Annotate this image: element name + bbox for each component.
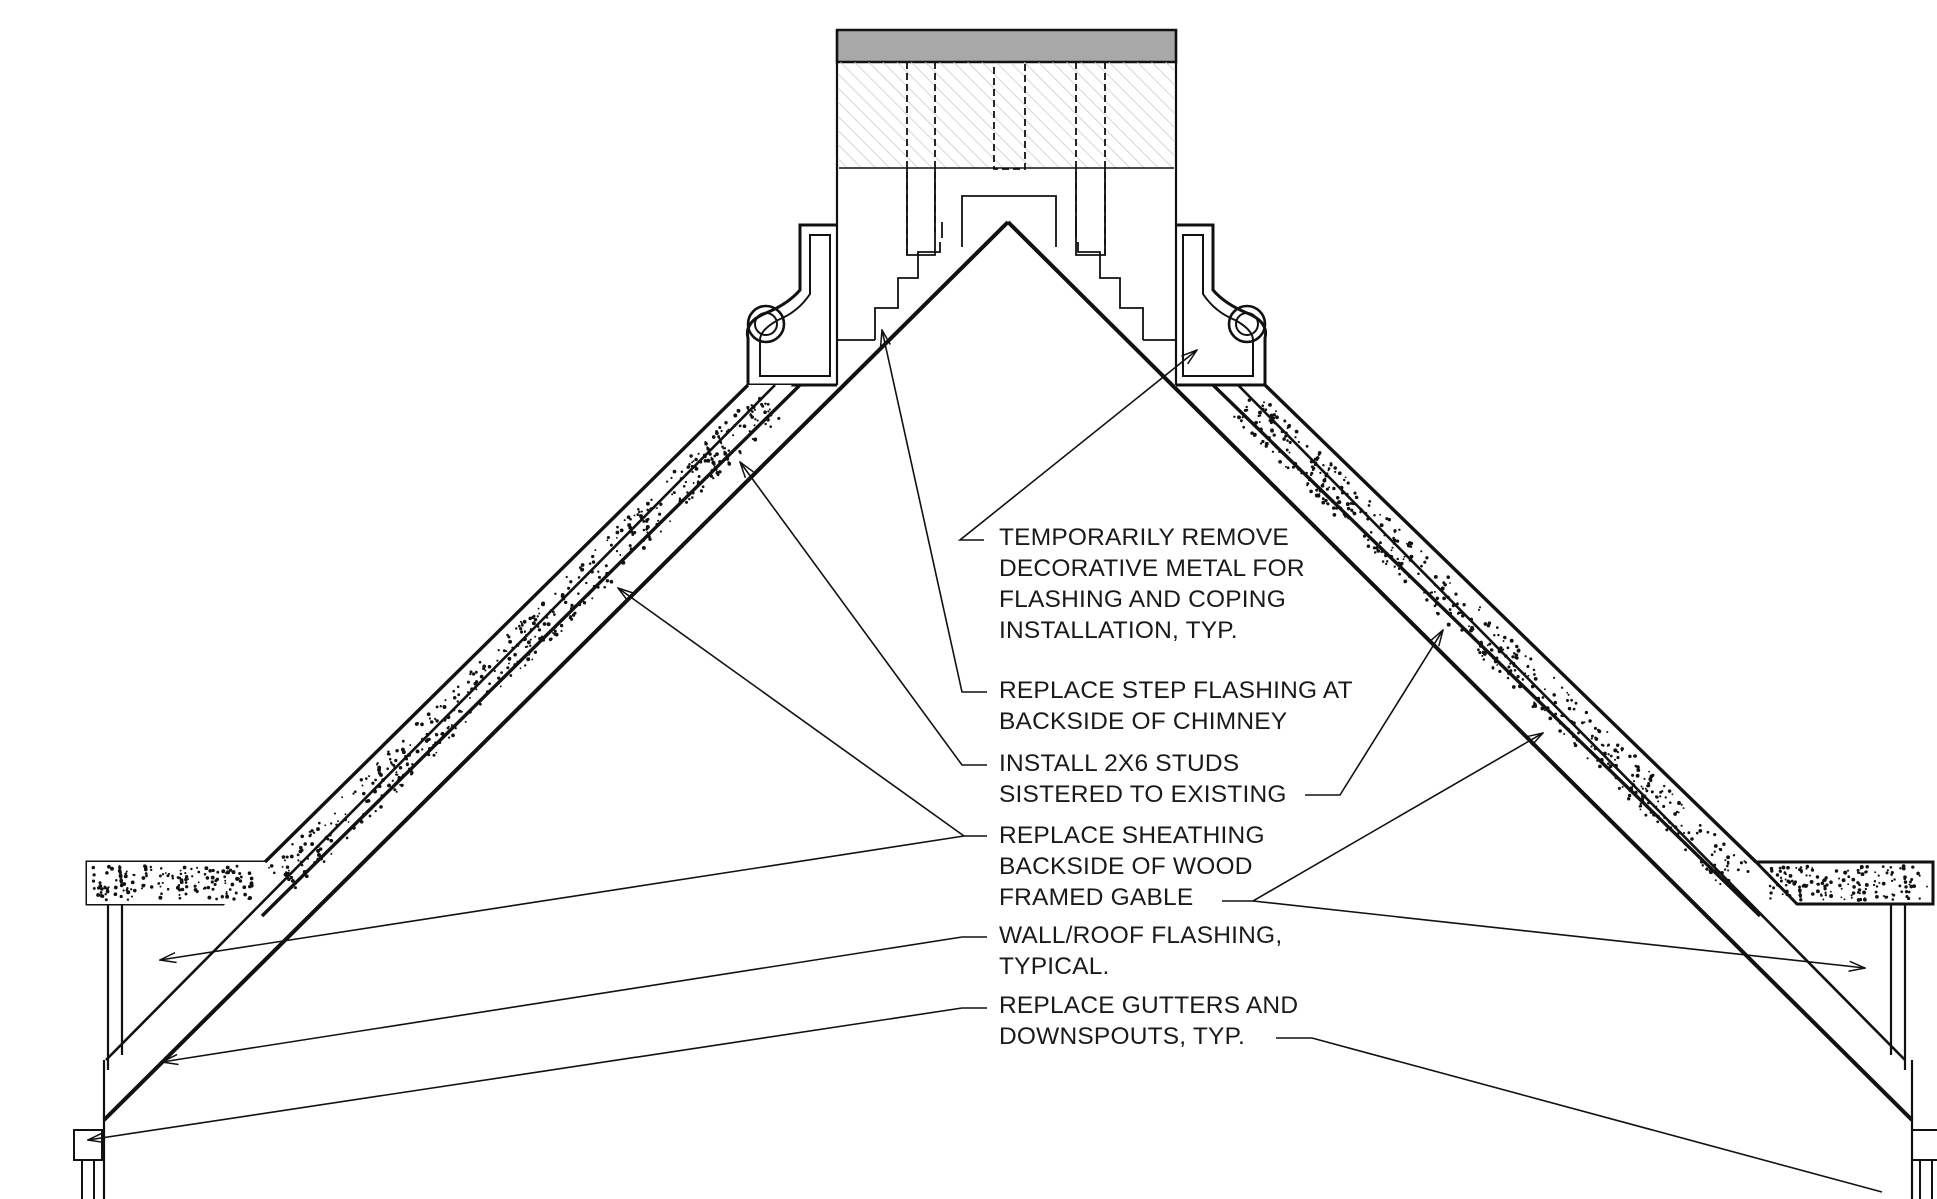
chimney xyxy=(835,28,1178,385)
leader-sheathing-upper xyxy=(618,588,965,837)
note-line: SISTERED TO EXISTING xyxy=(999,781,1287,808)
note-line: REPLACE STEP FLASHING AT xyxy=(999,677,1353,704)
leader-sheathing-right2 xyxy=(1252,900,1865,968)
chimney-coping xyxy=(835,28,1178,64)
leader-gutters-left xyxy=(88,1007,987,1140)
note-line: FLASHING AND COPING xyxy=(999,586,1286,613)
note-step-flashing: REPLACE STEP FLASHING AT BACKSIDE OF CHI… xyxy=(999,675,1353,737)
note-line: REPLACE GUTTERS AND xyxy=(999,992,1299,1019)
note-line: BACKSIDE OF CHIMNEY xyxy=(999,708,1288,735)
note-temporarily-remove: TEMPORARILY REMOVE DECORATIVE METAL FOR … xyxy=(999,522,1305,646)
note-gutters: REPLACE GUTTERS AND DOWNSPOUTS, TYP. xyxy=(999,990,1298,1052)
decorative-bracket-left xyxy=(745,223,837,387)
note-line: DOWNSPOUTS, TYP. xyxy=(999,1023,1245,1050)
chimney-hatch xyxy=(839,62,1174,168)
note-line: FRAMED GABLE xyxy=(999,884,1194,911)
roof-insulation-right xyxy=(1211,383,1762,918)
note-sheathing: REPLACE SHEATHING BACKSIDE OF WOOD FRAME… xyxy=(999,820,1265,913)
roof-insulation-left xyxy=(87,383,802,918)
note-line: TEMPORARILY REMOVE xyxy=(999,524,1289,551)
leader-gutters-right xyxy=(1276,1037,1883,1193)
leader-step-flashing xyxy=(882,330,987,693)
note-wall-roof-flashing: WALL/ROOF FLASHING, TYPICAL. xyxy=(999,920,1282,982)
note-line: WALL/ROOF FLASHING, xyxy=(999,922,1283,949)
gable-framing xyxy=(102,220,1914,1199)
note-line: INSTALL 2X6 STUDS xyxy=(999,750,1240,777)
leaders xyxy=(88,330,1883,1193)
leader-studs-right xyxy=(1305,630,1443,796)
leader-sheathing-left xyxy=(160,835,987,960)
note-line: REPLACE SHEATHING xyxy=(999,822,1265,849)
leader-wall-roof xyxy=(162,936,987,1062)
decorative-bracket-right xyxy=(1176,223,1268,387)
note-studs: INSTALL 2X6 STUDS SISTERED TO EXISTING xyxy=(999,748,1287,810)
flue-liners xyxy=(837,61,1176,341)
gutter-right xyxy=(1911,1129,1937,1199)
note-line: DECORATIVE METAL FOR xyxy=(999,555,1305,582)
note-line: TYPICAL. xyxy=(999,953,1110,980)
gutter-left xyxy=(73,1129,103,1199)
leader-temp-remove xyxy=(957,350,1197,541)
note-line: INSTALLATION, TYP. xyxy=(999,617,1238,644)
leader-studs-left xyxy=(740,462,987,766)
note-line: BACKSIDE OF WOOD xyxy=(999,853,1253,880)
